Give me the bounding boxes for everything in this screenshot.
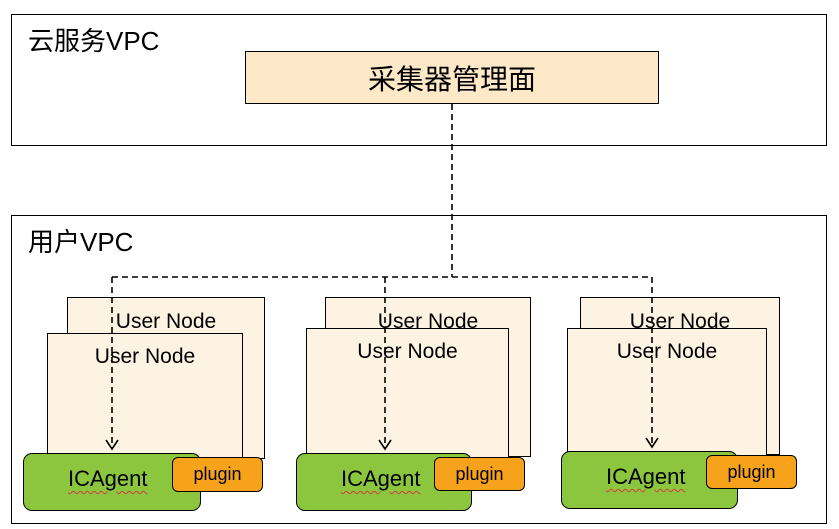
plugin-box: plugin bbox=[706, 455, 797, 489]
user-node-label: User Node bbox=[616, 340, 718, 363]
plugin-box: plugin bbox=[434, 457, 525, 491]
plugin-label: plugin bbox=[455, 463, 504, 484]
icagent-label: ICAgent bbox=[68, 466, 148, 491]
collector-management-label: 采集器管理面 bbox=[367, 63, 536, 95]
user-node-label: User Node bbox=[115, 310, 217, 333]
user-node-label: User Node bbox=[94, 345, 196, 368]
icagent-label: ICAgent bbox=[606, 464, 686, 489]
user-node-label: User Node bbox=[629, 310, 731, 333]
user-node-label: User Node bbox=[377, 310, 479, 333]
plugin-box: plugin bbox=[172, 457, 263, 492]
plugin-label: plugin bbox=[727, 461, 776, 482]
user-vpc-label: 用户VPC bbox=[28, 227, 134, 257]
plugin-label: plugin bbox=[193, 464, 242, 484]
icagent-box: ICAgent bbox=[23, 453, 201, 511]
collector-management-box: 采集器管理面 bbox=[245, 51, 659, 104]
icagent-label: ICAgent bbox=[341, 466, 421, 491]
cloud-vpc-label: 云服务VPC bbox=[28, 26, 160, 56]
icagent-box: ICAgent bbox=[561, 451, 738, 509]
user-node-label: User Node bbox=[357, 340, 458, 363]
